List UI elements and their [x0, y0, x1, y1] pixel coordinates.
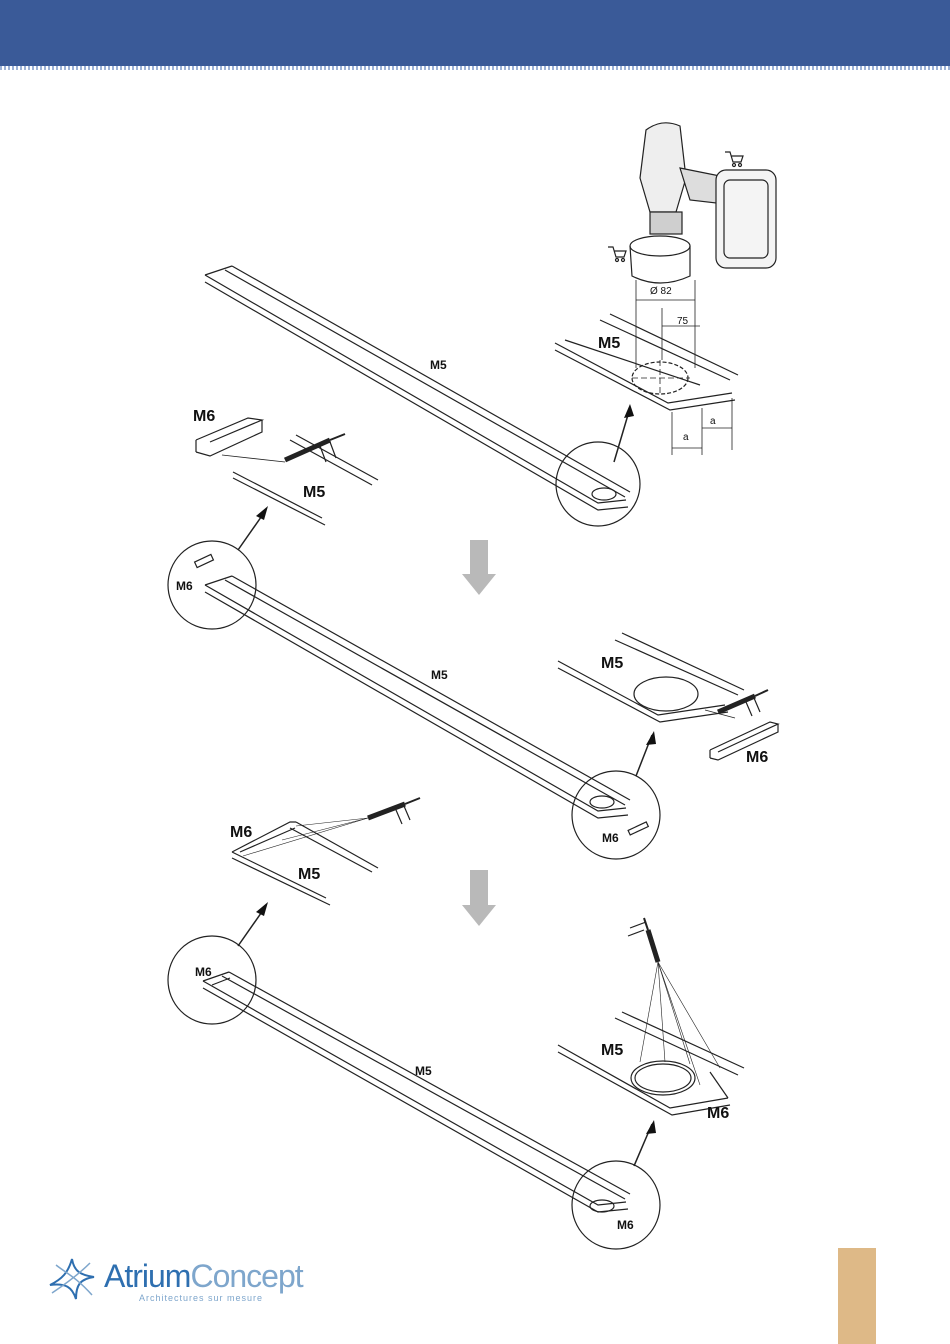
logo-wordmark: AtriumConcept — [104, 1258, 303, 1295]
sealant-gun-icon — [285, 434, 345, 462]
down-arrow-icon — [462, 870, 496, 926]
step1-zoom-circle — [556, 442, 640, 526]
label-m6: M6 — [195, 965, 212, 979]
step1-dimension-lines — [636, 280, 732, 455]
label-m5: M5 — [303, 484, 325, 501]
label-m6: M6 — [746, 749, 768, 766]
step3-detail-channel — [558, 1012, 744, 1115]
label-m5: M5 — [431, 668, 448, 682]
m6-piece-icon — [195, 554, 214, 567]
logo-part2: Concept — [190, 1258, 302, 1294]
star-logo-icon — [46, 1255, 98, 1303]
label-m5: M5 — [598, 335, 620, 352]
m6-piece-icon — [628, 822, 648, 835]
sealant-gun-icon — [628, 918, 658, 962]
logo-part1: Atrium — [104, 1258, 190, 1294]
cart-icon — [725, 152, 743, 167]
step2-zoom-circle — [572, 771, 660, 859]
label-m6: M6 — [193, 408, 215, 425]
label-m5: M5 — [298, 866, 320, 883]
dim-offset: 75 — [677, 316, 689, 327]
company-logo: AtriumConcept Architectures sur mesure — [46, 1255, 316, 1305]
step3-long-channel — [203, 972, 630, 1212]
dim-diameter: Ø 82 — [650, 286, 672, 297]
step1-long-channel — [205, 266, 630, 510]
label-m6: M6 — [617, 1218, 634, 1232]
down-arrow-icon — [462, 540, 496, 595]
cart-icon — [608, 247, 626, 262]
step2-detail-channel — [558, 633, 744, 722]
step3-frame-detail — [232, 822, 378, 905]
logo-tagline: Architectures sur mesure — [139, 1293, 263, 1303]
step2-hole-icon — [590, 796, 614, 808]
label-m6: M6 — [176, 579, 193, 593]
label-m5: M5 — [415, 1064, 432, 1078]
step2-long-channel — [205, 576, 630, 818]
dim-a: a — [683, 432, 689, 443]
label-m5: M5 — [430, 358, 447, 372]
page-tab — [838, 1248, 876, 1344]
sealant-gun-icon — [368, 798, 420, 824]
dim-a: a — [710, 416, 716, 427]
label-m5: M5 — [601, 655, 623, 672]
label-m6: M6 — [707, 1105, 729, 1122]
drill-icon — [630, 123, 776, 283]
step1-hole-icon — [592, 488, 616, 500]
step3-hole-icon — [590, 1200, 614, 1212]
step1-detail-channel — [555, 314, 738, 410]
label-m5: M5 — [601, 1042, 623, 1059]
label-m6: M6 — [230, 824, 252, 841]
label-m6: M6 — [602, 831, 619, 845]
step1-arrowhead — [624, 404, 634, 418]
